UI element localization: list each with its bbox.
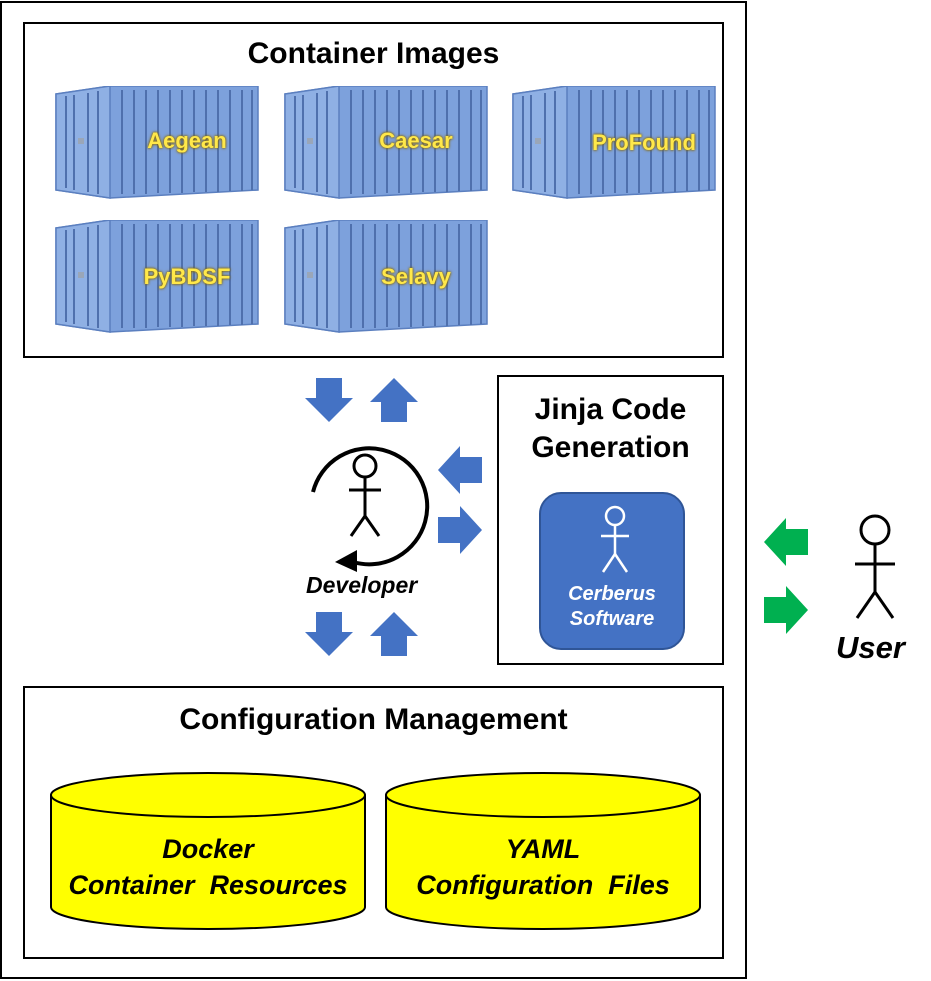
docker-line2: Container Resources — [68, 870, 348, 901]
user-figure-icon — [855, 514, 895, 619]
container-label: Caesar — [379, 128, 453, 153]
jinja-title-line1: Jinja Code — [534, 393, 687, 426]
cerberus-label: Cerberus Software — [541, 582, 683, 632]
container-profound: ProFound — [509, 85, 719, 206]
docker-resources-cylinder: Docker Container Resources — [49, 771, 367, 931]
container-label: Selavy — [381, 264, 451, 289]
container-selavy: Selavy — [281, 219, 491, 340]
configuration-management-panel: Configuration Management Docker Containe… — [23, 686, 724, 959]
jinja-title: Jinja Code Generation — [499, 391, 722, 466]
database-cylinder-icon — [50, 772, 366, 930]
cerberus-line1: Cerberus — [568, 583, 656, 605]
database-cylinder-icon — [385, 772, 701, 930]
yaml-label: YAML Configuration Files — [384, 831, 702, 904]
arrow-up-icon — [370, 612, 418, 656]
yaml-files-cylinder: YAML Configuration Files — [384, 771, 702, 931]
arrow-right-green-icon — [764, 586, 808, 634]
container-caesar: Caesar — [281, 85, 491, 206]
container-images-title: Container Images — [247, 37, 500, 70]
yaml-line1: YAML — [505, 834, 581, 864]
arrow-up-icon — [370, 378, 418, 422]
arrow-left-icon — [438, 446, 482, 494]
developer-label: Developer — [306, 572, 418, 598]
arrow-down-icon — [305, 378, 353, 422]
jinja-title-line2: Generation — [531, 430, 690, 464]
container-aegean: Aegean — [52, 85, 262, 206]
yaml-line2: Configuration Files — [416, 870, 670, 901]
container-pybdsf: PyBDSF — [52, 219, 262, 340]
container-label: Aegean — [147, 128, 227, 153]
docker-label: Docker Container Resources — [49, 831, 367, 904]
cerberus-software-block: Cerberus Software — [539, 492, 685, 650]
developer-cycle-icon — [311, 446, 430, 572]
container-label: PyBDSF — [143, 264, 231, 289]
arrow-left-green-icon — [764, 518, 808, 566]
arrow-right-icon — [438, 506, 482, 554]
container-label: ProFound — [592, 130, 696, 155]
config-title: Configuration Management — [179, 703, 568, 736]
cerberus-line2: Software — [569, 608, 655, 630]
arrow-down-icon — [305, 612, 353, 656]
docker-line1: Docker — [162, 834, 254, 864]
jinja-code-generation-panel: Jinja Code Generation Cerberus Software — [497, 375, 724, 665]
user-label: User — [836, 630, 905, 665]
cerberus-figure-icon — [601, 505, 629, 573]
container-images-panel: Container Images Aegean Caesar ProFound … — [23, 22, 724, 358]
